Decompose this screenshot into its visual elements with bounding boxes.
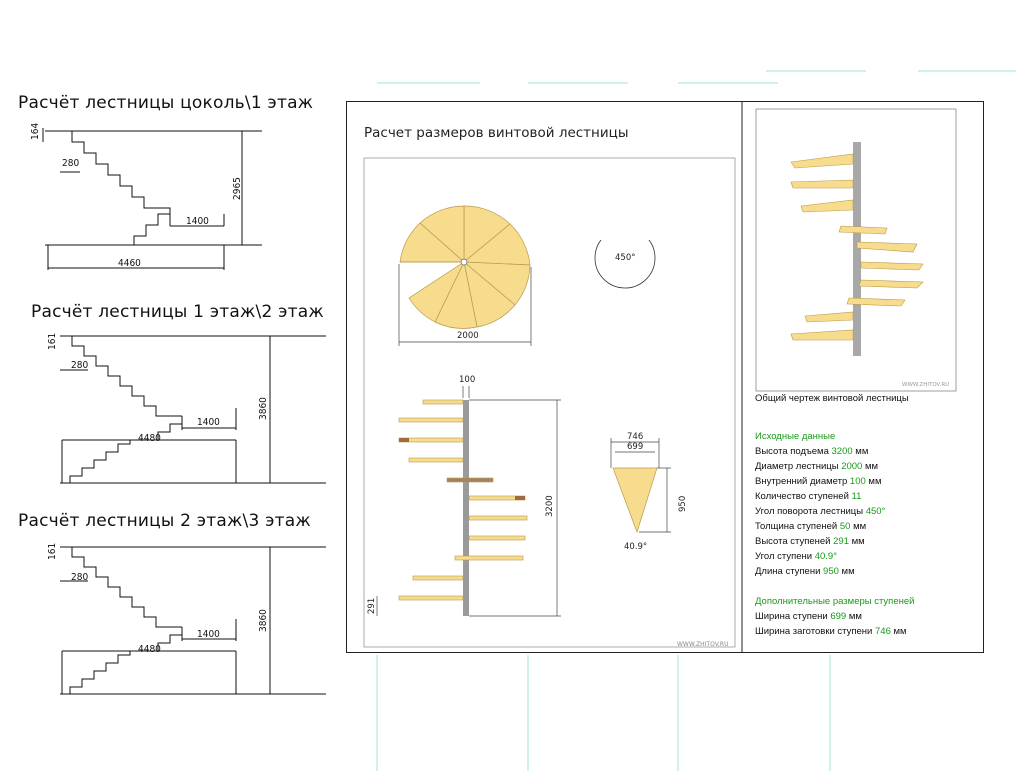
spiral-angle-label: 450° (615, 253, 635, 263)
rise-dim-3: 161 (47, 543, 58, 560)
landing-dim-2: 1400 (197, 417, 220, 428)
info-row: Угол ступени 40.9° (755, 551, 837, 562)
info-row: Внутренний диаметр 100 мм (755, 476, 882, 487)
extra-row: Ширина заготовки ступени 746 мм (755, 626, 907, 637)
rise-dim-2: 161 (47, 333, 58, 350)
spiral-staircase-panel: Расчет размеров винтовой лестницы 2000 (346, 101, 984, 653)
stair-drawing-1: 1400 4460 280 164 2965 (30, 123, 262, 270)
spiral-step-rise-label: 291 (367, 598, 377, 614)
stair-title-3: Расчёт лестницы 2 этаж\3 этаж (18, 511, 311, 531)
spiral-step-outer-label: 746 (627, 432, 643, 442)
info-row: Высота ступеней 291 мм (755, 536, 865, 547)
rise-dim-1: 164 (30, 123, 41, 140)
spiral-pole-label: 100 (459, 375, 475, 385)
height-dim-2: 3860 (258, 397, 269, 420)
length-dim-2: 4480 (138, 433, 161, 444)
info-row: Длина ступени 950 мм (755, 566, 855, 577)
info-row: Угол поворота лестницы 450° (755, 506, 886, 517)
info-row: Высота подъема 3200 мм (755, 446, 869, 457)
stair-drawing-2: 1400 4480 280 161 3860 (47, 333, 326, 484)
landing-dim-3: 1400 (197, 629, 220, 640)
extra-header: Дополнительные размеры ступеней (755, 596, 915, 607)
spiral-step-length-label: 950 (678, 496, 688, 512)
render-watermark: WWW.ZHITOV.RU (902, 382, 949, 388)
height-dim-1: 2965 (232, 177, 243, 200)
stair-drawing-3: 1400 4480 280 161 3860 (47, 543, 326, 695)
stair-title-1: Расчёт лестницы цоколь\1 этаж (18, 93, 314, 113)
length-dim-1: 4460 (118, 258, 141, 269)
render-caption: Общий чертеж винтовой лестницы (755, 393, 909, 404)
landing-dim-1: 1400 (186, 216, 209, 227)
spiral-diameter-label: 2000 (457, 331, 479, 341)
spiral-step-detail: 746 699 950 40.9° (610, 432, 688, 552)
spiral-watermark: WWW.ZHITOV.RU (677, 641, 729, 648)
spiral-title: Расчет размеров винтовой лестницы (364, 125, 629, 141)
spiral-height-label: 3200 (545, 495, 555, 517)
tread-dim-1: 280 (62, 158, 79, 169)
tread-dim-2: 280 (71, 360, 88, 371)
spiral-step-inner-label: 699 (627, 442, 643, 452)
spiral-step-angle-label: 40.9° (624, 542, 647, 552)
info-row: Толщина ступеней 50 мм (755, 521, 867, 532)
spiral-drawing: 2000 450° (363, 102, 957, 652)
source-header: Исходные данные (755, 431, 836, 442)
extra-row: Ширина ступени 699 мм (755, 611, 862, 622)
height-dim-3: 3860 (258, 609, 269, 632)
tread-dim-3: 280 (71, 572, 88, 583)
spiral-render (790, 142, 924, 356)
spiral-plan-view (399, 205, 531, 329)
stair-title-2: Расчёт лестницы 1 этаж\2 этаж (31, 302, 324, 322)
info-row: Количество ступеней 11 (755, 491, 862, 502)
info-row: Диаметр лестницы 2000 мм (755, 461, 879, 472)
length-dim-3: 4480 (138, 644, 161, 655)
spiral-elevation-view: 3200 291 100 (367, 375, 561, 617)
